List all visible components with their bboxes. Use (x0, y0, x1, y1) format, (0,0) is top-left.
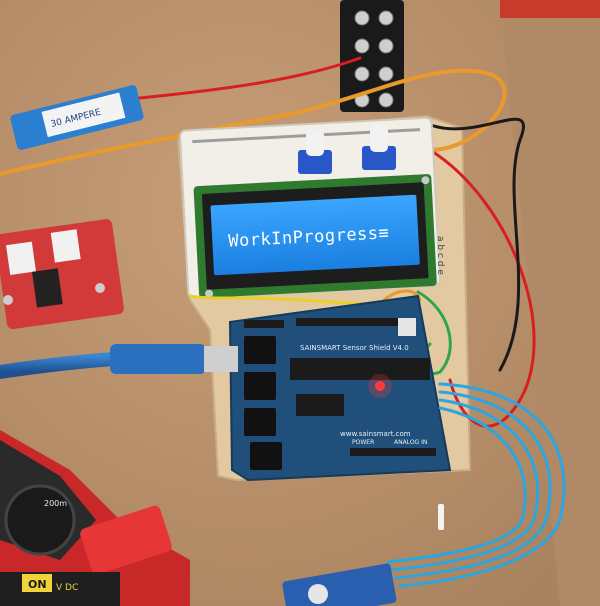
multimeter-range-label: 200m (44, 499, 67, 508)
breadboard-row-letters: a b c d e (435, 236, 445, 275)
top-red-object (500, 0, 600, 18)
wire-black-right (418, 117, 525, 372)
lcd-screen (210, 194, 420, 276)
multimeter-on-label: ON (28, 578, 47, 591)
probe-jack (80, 505, 172, 575)
wire-orange-top (0, 68, 507, 176)
board-edge (500, 0, 600, 606)
power-led (375, 381, 385, 391)
shield-analog-label: ANALOG IN (394, 439, 427, 446)
terminal-block (340, 0, 404, 112)
shield-website: www.sainsmart.com (340, 430, 411, 438)
multimeter-unit-label: V DC (56, 583, 78, 593)
shield-power-label: POWER (352, 439, 374, 446)
esc-module: 30 AMPERE (10, 85, 144, 150)
multimeter: ON V DC 200m (0, 430, 190, 606)
reset-button (398, 318, 416, 336)
potentiometers (298, 126, 396, 174)
multimeter-dial (4, 484, 76, 556)
sensor-shield: SAINSMART Sensor Shield V4.0 www.sainsma… (228, 294, 452, 482)
white-peg (438, 504, 444, 530)
red-sensor-board (0, 219, 124, 330)
blue-wires (386, 382, 566, 588)
lcd-module: WorkInProgress≡ (193, 174, 437, 298)
bottom-sensor-module (282, 563, 397, 606)
wire-red-top (138, 56, 362, 100)
shield-title: SAINSMART Sensor Shield V4.0 (300, 344, 409, 352)
usb-cable (0, 344, 238, 379)
